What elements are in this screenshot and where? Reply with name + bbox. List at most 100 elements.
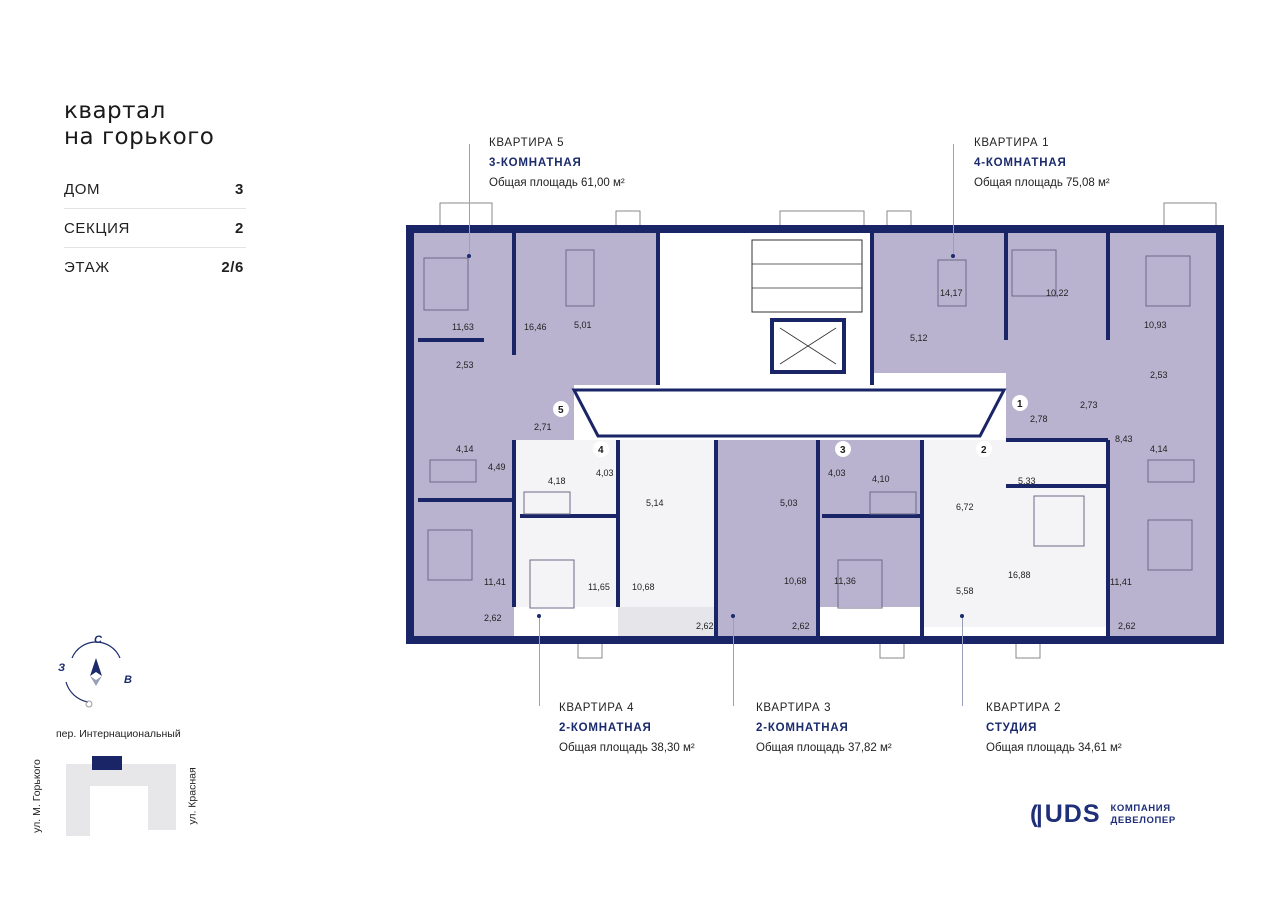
balcony (1108, 607, 1216, 636)
entry-number: 4 (598, 445, 604, 456)
leader-line (733, 616, 734, 706)
room-area: 4,49 (488, 462, 506, 472)
room-area: 11,63 (452, 322, 474, 332)
entry-marker (593, 441, 609, 457)
apt-area: Общая площадь 61,00 м² (489, 177, 625, 189)
logo-subtitle: КОМПАНИЯ ДЕВЕЛОПЕР (1110, 802, 1176, 826)
site-map-blocks (66, 756, 176, 836)
logo-mark-icon: (| (1030, 800, 1043, 828)
leader-dot (467, 254, 471, 258)
room-area: 11,65 (588, 582, 610, 592)
apt2-label: КВАРТИРА 2 СТУДИЯ Общая площадь 34,61 м² (986, 698, 1122, 758)
info-row-floor: ЭТАЖ 2/6 (64, 248, 246, 286)
room-area: 4,14 (1150, 444, 1168, 454)
room-area: 2,62 (792, 621, 810, 631)
room-area: 10,68 (632, 582, 655, 592)
apt-name: КВАРТИРА 1 (974, 137, 1050, 149)
info-label: ДОМ (64, 180, 101, 198)
staircase (751, 239, 863, 313)
room-area: 5,01 (574, 320, 592, 330)
room-area: 4,10 (872, 474, 890, 484)
compass-north: С (94, 634, 102, 646)
entry-marker (835, 441, 851, 457)
room-area: 11,36 (834, 576, 856, 586)
entry-number: 1 (1017, 399, 1023, 410)
room-area: 2,71 (534, 422, 552, 432)
interior-walls (418, 233, 1110, 636)
leader-line (962, 616, 963, 706)
leader-line (469, 144, 470, 256)
leader-line (539, 616, 540, 706)
room-area: 2,73 (1080, 400, 1098, 410)
apt-name: КВАРТИРА 2 (986, 702, 1062, 714)
apt1-fill (1108, 443, 1216, 607)
apt4-label: КВАРТИРА 4 2-КОМНАТНАЯ Общая площадь 38,… (559, 698, 695, 758)
apt-name: КВАРТИРА 3 (756, 702, 832, 714)
balcony (618, 607, 716, 636)
company-logo: (| UDS КОМПАНИЯ ДЕВЕЛОПЕР (1030, 800, 1176, 829)
entry-number: 2 (981, 445, 987, 456)
apt5-fill (414, 233, 658, 385)
entry-number: 5 (558, 405, 564, 416)
room-area: 6,72 (956, 502, 974, 512)
room-area: 10,22 (1046, 288, 1069, 298)
room-area: 2,78 (1030, 414, 1048, 424)
room-area: 5,03 (780, 498, 798, 508)
stair-core (664, 233, 872, 383)
apt-name: КВАРТИРА 5 (489, 137, 565, 149)
apt-area: Общая площадь 37,82 м² (756, 742, 892, 754)
info-value: 2 (235, 219, 244, 237)
leader-dot (731, 614, 735, 618)
room-area: 5,33 (1018, 476, 1036, 486)
room-area: 10,93 (1144, 320, 1167, 330)
room-area: 11,41 (484, 577, 506, 587)
info-value: 3 (235, 180, 244, 198)
room-area: 10,68 (784, 576, 807, 586)
elevator (770, 318, 846, 374)
info-table: ДОМ 3 СЕКЦИЯ 2 ЭТАЖ 2/6 (64, 170, 246, 286)
project-title: квартал на горького (64, 98, 215, 150)
logo-name: UDS (1044, 800, 1101, 828)
furniture (423, 249, 1195, 609)
info-label: ЭТАЖ (64, 258, 110, 276)
apt-rooms: 2-КОМНАТНАЯ (559, 722, 652, 734)
compass: С З В (58, 634, 132, 712)
current-building (92, 756, 122, 770)
leader-dot (960, 614, 964, 618)
room-area: 14,17 (940, 288, 963, 298)
room-area: 4,03 (596, 468, 614, 478)
apt-area: Общая площадь 38,30 м² (559, 742, 695, 754)
apt1-fill (872, 233, 1216, 373)
compass-west: З (58, 662, 66, 674)
apt2-fill (922, 440, 1108, 627)
room-area: 8,43 (1115, 434, 1133, 444)
site-map: пер. Интернациональный ул. М. Горького у… (31, 726, 200, 842)
room-area: 4,18 (548, 476, 566, 486)
entry-marker (1012, 395, 1028, 411)
entry-number: 3 (840, 445, 846, 456)
room-area: 16,46 (524, 322, 547, 332)
room-area: 4,14 (456, 444, 474, 454)
compass-east: В (124, 674, 132, 686)
room-area: 16,88 (1008, 570, 1031, 580)
room-area: 2,62 (1118, 621, 1136, 631)
apt-rooms: СТУДИЯ (986, 722, 1038, 734)
apt1-fill (1006, 373, 1216, 443)
room-area: 2,53 (1150, 370, 1168, 380)
apt-area: Общая площадь 75,08 м² (974, 177, 1110, 189)
apt-rooms: 3-КОМНАТНАЯ (489, 157, 582, 169)
apt-rooms: 2-КОМНАТНАЯ (756, 722, 849, 734)
apt-rooms: 4-КОМНАТНАЯ (974, 157, 1067, 169)
room-area: 2,62 (696, 621, 714, 631)
room-areas: 11,63 16,46 5,01 2,53 4,14 4,49 2,71 11,… (452, 288, 1168, 631)
room-area: 2,62 (484, 613, 502, 623)
apt-area: Общая площадь 34,61 м² (986, 742, 1122, 754)
apt5-fill (414, 385, 514, 607)
info-value: 2/6 (221, 258, 244, 276)
apt1-label: КВАРТИРА 1 4-КОМНАТНАЯ Общая площадь 75,… (974, 133, 1110, 193)
apt4-fill (514, 440, 716, 607)
room-area: 5,14 (646, 498, 664, 508)
info-row-house: ДОМ 3 (64, 170, 246, 209)
room-area: 4,03 (828, 468, 846, 478)
